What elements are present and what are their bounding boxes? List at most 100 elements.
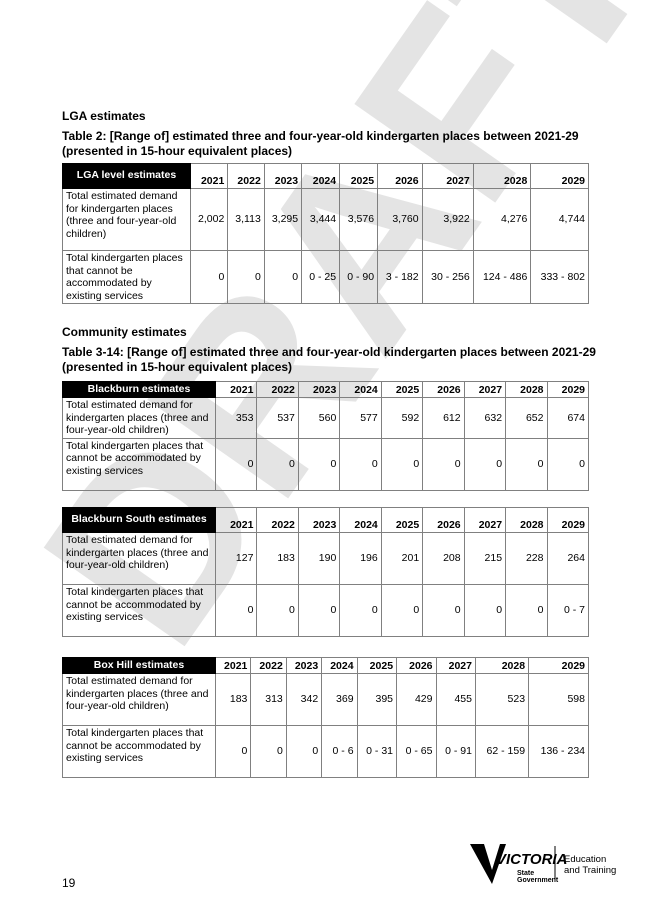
cell-value: 313 — [250, 673, 287, 726]
table-2-caption: Table 2: [Range of] estimated three and … — [62, 129, 579, 158]
svg-text:VICTORIA: VICTORIA — [496, 851, 567, 868]
table-row: Total estimated demand for kindergarten … — [62, 188, 589, 251]
cell-value: 228 — [505, 532, 548, 585]
cell-value: 0 - 90 — [339, 250, 379, 304]
cell-value: 208 — [422, 532, 465, 585]
year-header: 2023 — [297, 381, 341, 398]
table-row: Total kindergarten places that cannot be… — [62, 437, 589, 491]
table-header-label: LGA level estimates — [62, 163, 191, 189]
year-header: 2027 — [435, 657, 476, 674]
year-header: 2029 — [530, 163, 589, 189]
year-header: 2025 — [356, 657, 398, 674]
table-header-label: Blackburn South estimates — [62, 507, 216, 533]
year-header: 2025 — [380, 381, 424, 398]
cell-value: 0 — [339, 437, 382, 491]
row-label: Total kindergarten places that cannot be… — [62, 250, 191, 304]
year-header: 2022 — [256, 507, 299, 533]
year-header: 2026 — [422, 507, 465, 533]
table-header-label: Blackburn estimates — [62, 381, 216, 398]
table-row: Total kindergarten places that cannot be… — [62, 250, 589, 304]
cell-value: 30 - 256 — [421, 250, 474, 304]
svg-text:Education: Education — [564, 854, 606, 865]
year-header: 2023 — [285, 657, 323, 674]
cell-value: 342 — [285, 673, 323, 726]
cell-value: 353 — [214, 397, 258, 439]
cell-value: 127 — [214, 532, 258, 585]
cell-value: 183 — [256, 532, 299, 585]
cell-value: 62 - 159 — [474, 725, 530, 778]
year-header: 2025 — [339, 163, 379, 189]
year-header: 2028 — [505, 381, 548, 398]
year-header: 2023 — [263, 163, 303, 189]
row-label: Total estimated demand for kindergarten … — [62, 673, 216, 726]
cell-value: 0 — [463, 437, 507, 491]
year-header: 2029 — [546, 381, 589, 398]
year-header: 2027 — [421, 163, 474, 189]
row-label: Total kindergarten places that cannot be… — [62, 437, 216, 491]
year-header: 2024 — [339, 507, 382, 533]
cell-value: 3,922 — [421, 188, 474, 251]
cell-value: 196 — [339, 532, 382, 585]
year-header: 2024 — [339, 381, 382, 398]
page-number: 19 — [62, 876, 76, 890]
year-header: 2022 — [256, 381, 299, 398]
cell-value: 0 — [256, 437, 299, 491]
cell-value: 369 — [321, 673, 358, 726]
cell-value: 632 — [463, 397, 507, 439]
year-header: 2026 — [377, 163, 423, 189]
year-header: 2027 — [463, 381, 507, 398]
cell-value: 560 — [297, 397, 341, 439]
cell-value: 190 — [297, 532, 341, 585]
cell-value: 0 — [422, 584, 465, 637]
cell-value: 577 — [339, 397, 382, 439]
cell-value: 3,760 — [377, 188, 423, 251]
year-header: 2026 — [422, 381, 465, 398]
cell-value: 124 - 486 — [472, 250, 532, 304]
cell-value: 537 — [256, 397, 299, 439]
year-header: 2021 — [214, 507, 258, 533]
cell-value: 0 - 6 — [321, 725, 358, 778]
cell-value: 652 — [505, 397, 548, 439]
year-header: 2026 — [396, 657, 437, 674]
row-label: Total estimated demand for kindergarten … — [62, 188, 191, 251]
year-header: 2028 — [505, 507, 548, 533]
section-heading-lga: LGA estimates — [62, 109, 146, 123]
cell-value: 136 - 234 — [528, 725, 589, 778]
table-row: Total estimated demand for kindergarten … — [62, 532, 589, 585]
year-header: 2028 — [472, 163, 532, 189]
cell-value: 0 — [256, 584, 299, 637]
cell-value: 0 — [505, 437, 548, 491]
cell-value: 0 — [214, 437, 258, 491]
year-header: 2021 — [189, 163, 229, 189]
table-header-label: Box Hill estimates — [62, 657, 216, 674]
cell-value: 0 — [297, 584, 341, 637]
cell-value: 0 — [297, 437, 341, 491]
row-label: Total estimated demand for kindergarten … — [62, 532, 216, 585]
svg-text:State: State — [517, 870, 534, 877]
year-header: 2023 — [297, 507, 341, 533]
year-header: 2028 — [474, 657, 530, 674]
table-row: Total estimated demand for kindergarten … — [62, 673, 589, 726]
cell-value: 0 — [250, 725, 287, 778]
year-header: 2025 — [380, 507, 424, 533]
cell-value: 455 — [435, 673, 476, 726]
cell-value: 0 — [380, 437, 424, 491]
year-header: 2021 — [214, 381, 258, 398]
cell-value: 2,002 — [189, 188, 229, 251]
cell-value: 0 — [214, 584, 258, 637]
row-label: Total estimated demand for kindergarten … — [62, 397, 216, 439]
cell-value: 592 — [380, 397, 424, 439]
cell-value: 3 - 182 — [377, 250, 423, 304]
cell-value: 0 - 31 — [356, 725, 398, 778]
cell-value: 429 — [396, 673, 437, 726]
cell-value: 395 — [356, 673, 398, 726]
cell-value: 612 — [422, 397, 465, 439]
svg-text:Government: Government — [517, 877, 559, 884]
row-label: Total kindergarten places that cannot be… — [62, 725, 216, 778]
cell-value: 4,744 — [530, 188, 589, 251]
